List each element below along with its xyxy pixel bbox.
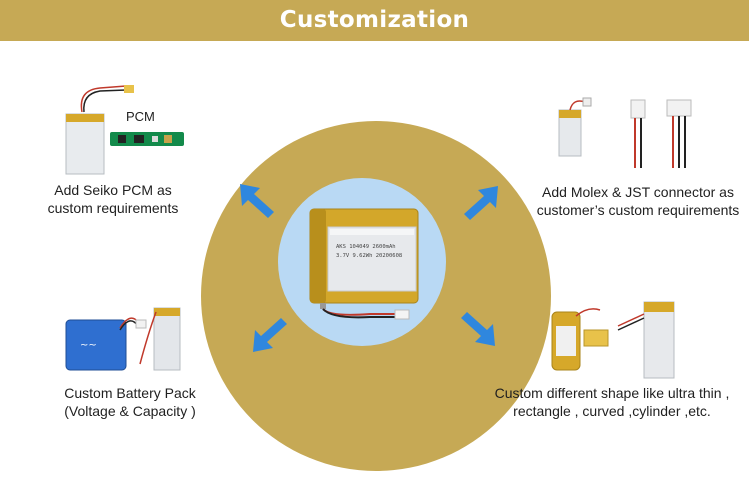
custom-shape-batteries-image bbox=[551, 301, 675, 379]
arrow-down-right-icon bbox=[461, 312, 495, 346]
arrow-up-left-icon bbox=[240, 184, 274, 218]
connector-caption: Add Molex & JST connector as customer’s … bbox=[531, 183, 745, 219]
battery-pack-image: ~~ bbox=[65, 307, 181, 371]
battery-pack-caption-line-2: (Voltage & Capacity ) bbox=[64, 403, 196, 419]
pcm-caption-line-2: custom requirements bbox=[47, 200, 179, 216]
connector-battery-image bbox=[558, 97, 692, 168]
pcm-battery-image bbox=[65, 85, 184, 175]
center-battery-label-2: 3.7V 9.62Wh 20200608 bbox=[336, 253, 402, 259]
pcm-tag: PCM bbox=[126, 109, 155, 124]
connector-caption-line-2: customer’s custom requirements bbox=[536, 202, 740, 218]
center-battery-image: AKS 104049 2600mAh 3.7V 9.62Wh 20200608 bbox=[309, 208, 419, 320]
shape-caption-line-1: Custom different shape like ultra thin , bbox=[494, 385, 730, 401]
battery-pack-caption-line-1: Custom Battery Pack bbox=[64, 385, 196, 401]
pcm-caption: Add Seiko PCM as custom requirements bbox=[38, 181, 188, 217]
connector-caption-line-1: Add Molex & JST connector as bbox=[542, 184, 734, 200]
battery-pack-caption: Custom Battery Pack (Voltage & Capacity … bbox=[55, 384, 205, 420]
arrow-down-left-icon bbox=[253, 318, 287, 352]
pcm-caption-line-1: Add Seiko PCM as bbox=[54, 182, 172, 198]
shape-caption: Custom different shape like ultra thin ,… bbox=[487, 384, 737, 420]
svg-text:~~: ~~ bbox=[80, 340, 97, 351]
header-banner bbox=[0, 0, 749, 41]
shape-caption-line-2: rectangle , curved ,cylinder ,etc. bbox=[513, 403, 711, 419]
arrow-up-right-icon bbox=[464, 186, 498, 220]
page-title: Customization bbox=[279, 7, 470, 33]
center-battery-label-1: AKS 104049 2600mAh bbox=[336, 244, 396, 250]
